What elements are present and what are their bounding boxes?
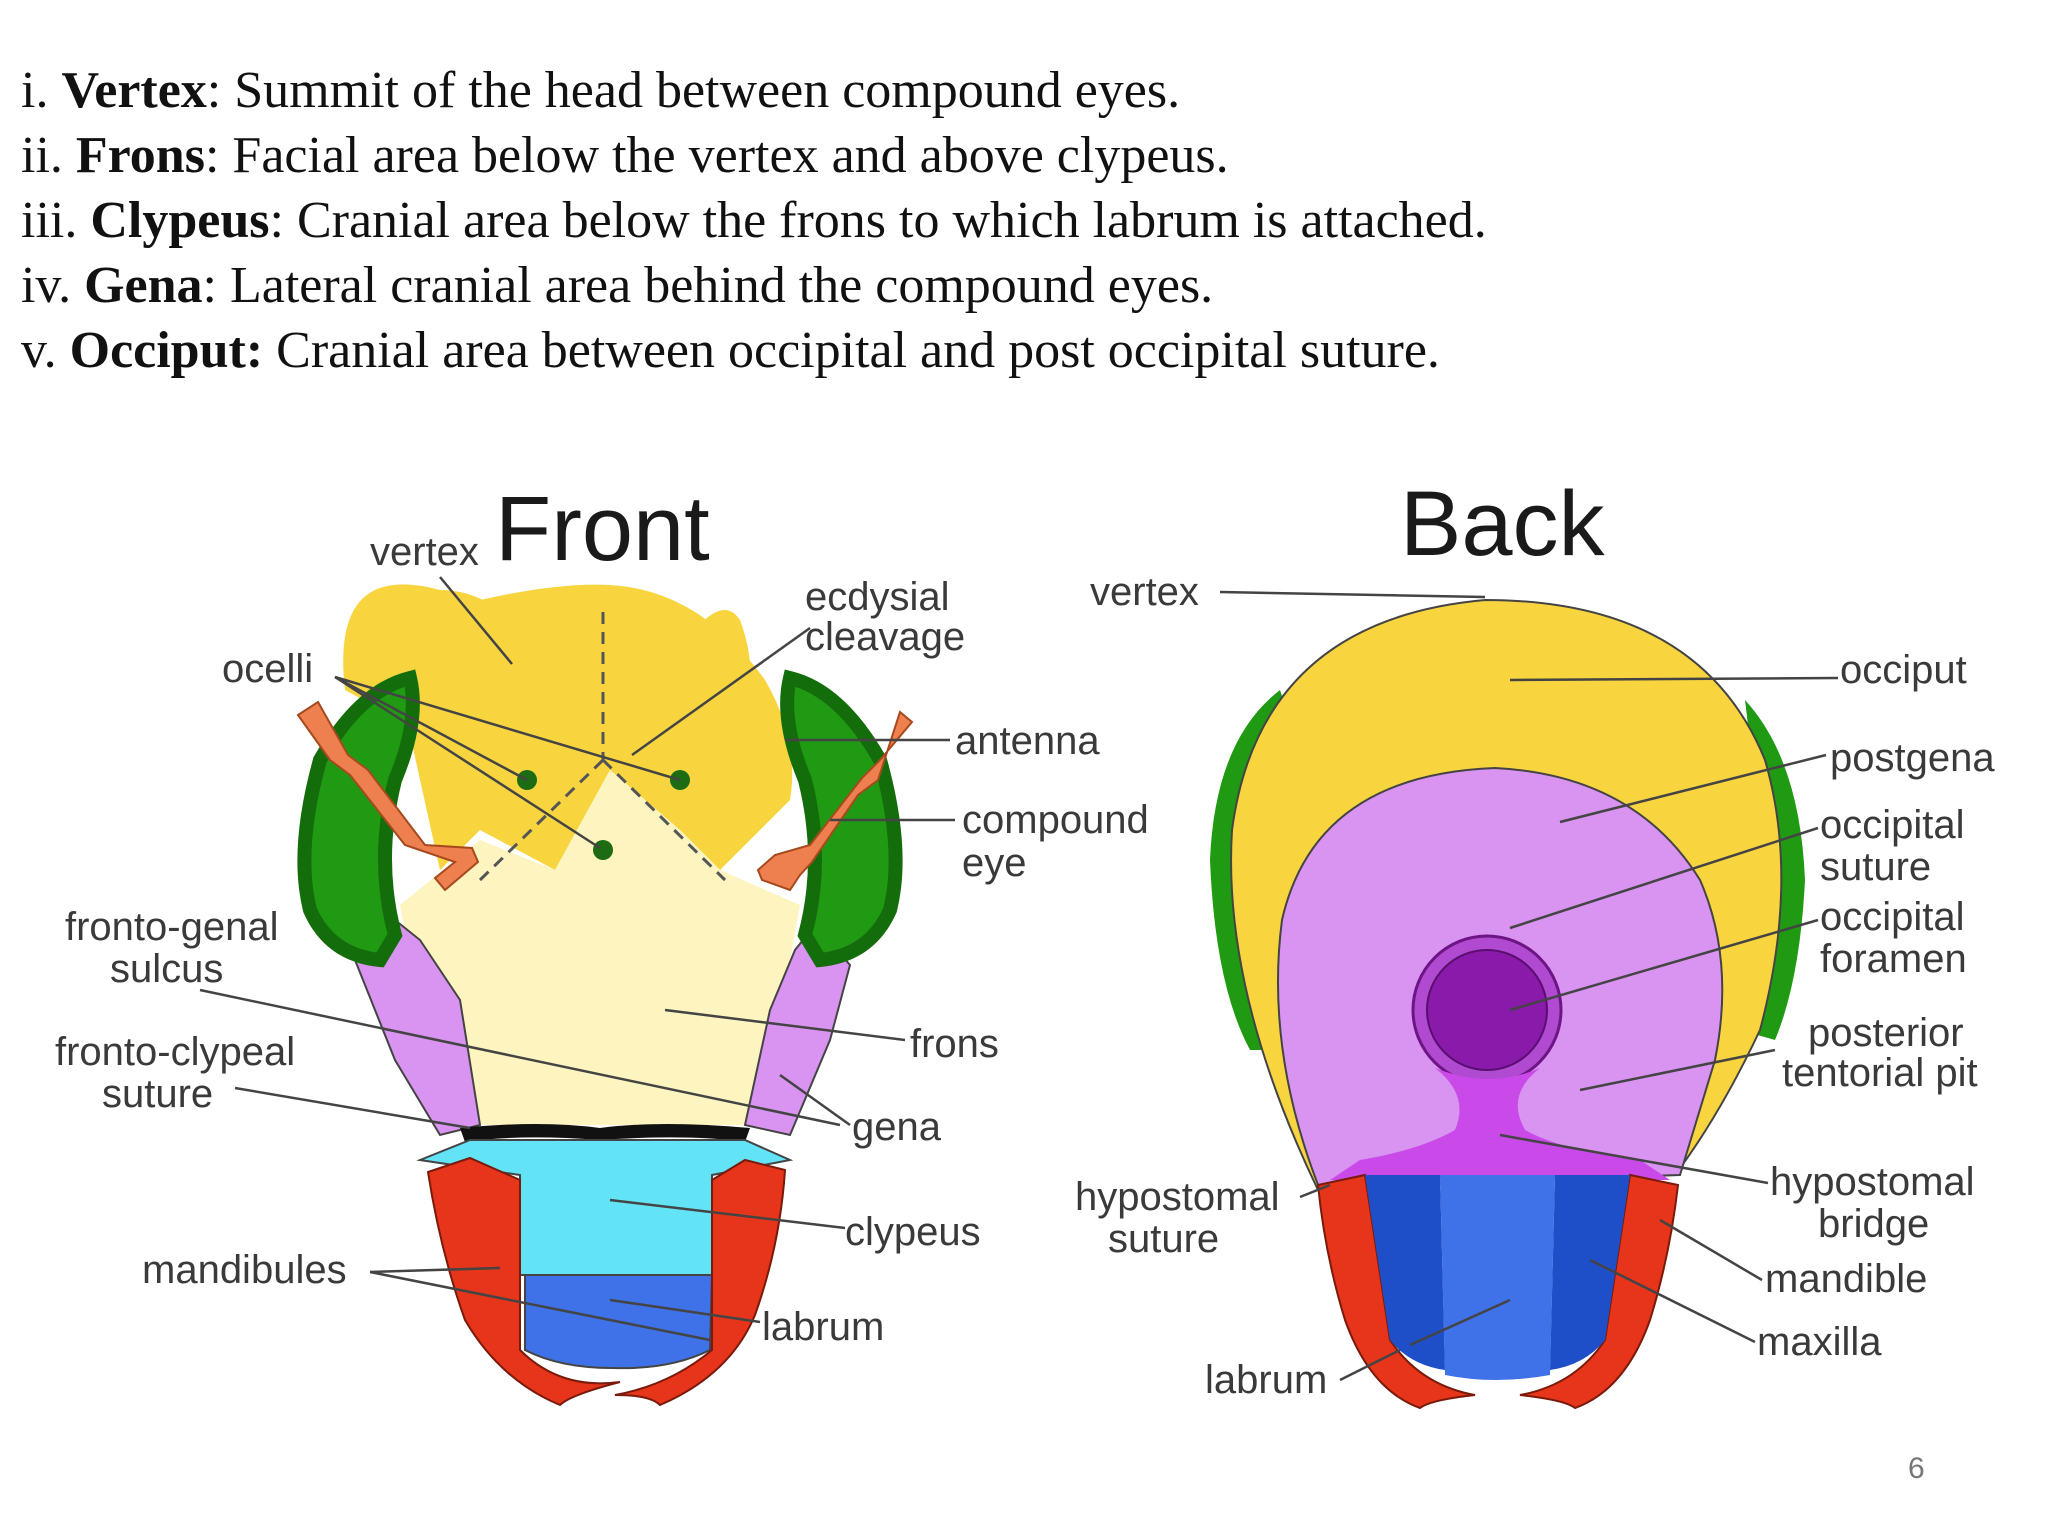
label-antenna: antenna bbox=[955, 719, 1100, 763]
definition-term: Gena bbox=[84, 257, 203, 314]
front-antenna-left bbox=[296, 700, 480, 892]
back-maxilla-right bbox=[1550, 1175, 1630, 1370]
label-occipital-foramen-line2: foramen bbox=[1820, 937, 1967, 981]
definition-term: Vertex bbox=[61, 62, 207, 119]
definition-number: v. bbox=[21, 322, 57, 379]
definition-vertex: i. Vertex: Summit of the head between co… bbox=[21, 58, 1921, 123]
label-fronto-clypeal-line1: fronto-clypeal bbox=[55, 1030, 295, 1074]
label-hypostomal-suture-line2: suture bbox=[1108, 1217, 1219, 1261]
definition-frons: ii. Frons: Facial area below the vertex … bbox=[21, 123, 1921, 188]
label-occipital-suture-line1: occipital bbox=[1820, 803, 1965, 847]
label-gena: gena bbox=[852, 1105, 942, 1149]
label-labrum-back: labrum bbox=[1205, 1358, 1327, 1402]
back-hypostomal-bridge bbox=[1330, 1068, 1670, 1180]
definition-number: ii. bbox=[21, 127, 63, 184]
back-labrum-region bbox=[1440, 1175, 1555, 1380]
definition-text: Lateral cranial area behind the compound… bbox=[216, 257, 1214, 314]
definition-clypeus: iii. Clypeus: Cranial area below the fro… bbox=[21, 188, 1921, 253]
label-hypostomal-bridge-line1: hypostomal bbox=[1770, 1160, 1975, 1204]
label-fronto-genal-line2: sulcus bbox=[110, 947, 223, 991]
label-posterior-line1: posterior bbox=[1808, 1011, 1964, 1055]
front-title: Front bbox=[495, 478, 710, 580]
definition-number: iv. bbox=[21, 257, 72, 314]
front-gena-right bbox=[743, 923, 852, 1137]
label-postgena: postgena bbox=[1830, 736, 1995, 780]
ecdysial-cleavage-left bbox=[478, 758, 605, 882]
label-fronto-clypeal-line2: suture bbox=[102, 1072, 213, 1116]
back-view bbox=[1210, 598, 1805, 1410]
front-antenna-right bbox=[756, 710, 914, 892]
label-occipital-suture-line2: suture bbox=[1820, 845, 1931, 889]
front-vertex-dome bbox=[400, 584, 793, 870]
back-maxilla-left bbox=[1365, 1175, 1445, 1370]
front-leader-lines bbox=[199, 576, 955, 1342]
back-mandible-right bbox=[1519, 1173, 1680, 1410]
definition-sep: : bbox=[269, 192, 284, 249]
label-vertex-front: vertex bbox=[370, 530, 479, 574]
definition-text: Summit of the head between compound eyes… bbox=[221, 62, 1181, 119]
back-title: Back bbox=[1400, 473, 1606, 575]
label-vertex-back: vertex bbox=[1090, 570, 1199, 614]
front-labels: Front vertex ecdysial cleavage ocelli an… bbox=[55, 478, 1149, 1349]
definition-text: Cranial area between occipital and post … bbox=[263, 322, 1440, 379]
label-labrum-front: labrum bbox=[762, 1305, 884, 1349]
label-mandible: mandible bbox=[1765, 1257, 1927, 1301]
back-labels: Back vertex occiput postgena occipital s… bbox=[1075, 473, 1995, 1402]
back-occipital-foramen bbox=[1426, 949, 1548, 1071]
label-compound-line2: eye bbox=[962, 841, 1027, 885]
label-mandibules: mandibules bbox=[142, 1248, 347, 1292]
label-clypeus: clypeus bbox=[845, 1210, 981, 1254]
label-frons: frons bbox=[910, 1022, 999, 1066]
label-ecdysial-line1: ecdysial bbox=[805, 575, 950, 619]
back-mandible-left bbox=[1316, 1173, 1476, 1410]
definition-number: i. bbox=[21, 62, 49, 119]
definition-text: Cranial area below the frons to which la… bbox=[283, 192, 1487, 249]
label-ocelli: ocelli bbox=[222, 647, 313, 691]
page-number: 6 bbox=[1908, 1452, 1925, 1485]
definition-number: iii. bbox=[21, 192, 78, 249]
definition-sep: : bbox=[204, 127, 220, 184]
definition-occiput: v. Occiput: Cranial area between occipit… bbox=[21, 318, 1921, 383]
definitions-list: i. Vertex: Summit of the head between co… bbox=[21, 58, 1921, 383]
label-fronto-genal-line1: fronto-genal bbox=[65, 905, 278, 949]
ocellus-median bbox=[593, 840, 613, 860]
front-mandible-right bbox=[614, 1158, 787, 1407]
label-occipital-foramen-line1: occipital bbox=[1820, 895, 1965, 939]
fronto-clypeal-suture-band bbox=[460, 1124, 750, 1142]
definition-sep: : bbox=[206, 62, 222, 119]
label-hypostomal-bridge-line2: bridge bbox=[1818, 1202, 1929, 1246]
label-occiput: occiput bbox=[1840, 648, 1967, 692]
ecdysial-cleavage-right bbox=[601, 758, 727, 882]
definition-term: Clypeus bbox=[90, 192, 270, 249]
label-ecdysial-line2: cleavage bbox=[805, 615, 965, 659]
label-maxilla: maxilla bbox=[1757, 1320, 1882, 1364]
label-posterior-line2: tentorial pit bbox=[1782, 1051, 1978, 1095]
label-compound-line1: compound bbox=[962, 798, 1149, 842]
definition-term: Frons bbox=[75, 127, 205, 184]
front-gena-left bbox=[353, 918, 482, 1137]
front-view bbox=[296, 584, 914, 1407]
definition-gena: iv. Gena: Lateral cranial area behind th… bbox=[21, 253, 1921, 318]
label-hypostomal-suture-line1: hypostomal bbox=[1075, 1175, 1280, 1219]
definition-text: Facial area below the vertex and above c… bbox=[219, 127, 1229, 184]
definition-term: Occiput: bbox=[69, 322, 264, 379]
back-leader-lines bbox=[1219, 590, 1839, 1382]
definition-sep: : bbox=[202, 257, 217, 314]
